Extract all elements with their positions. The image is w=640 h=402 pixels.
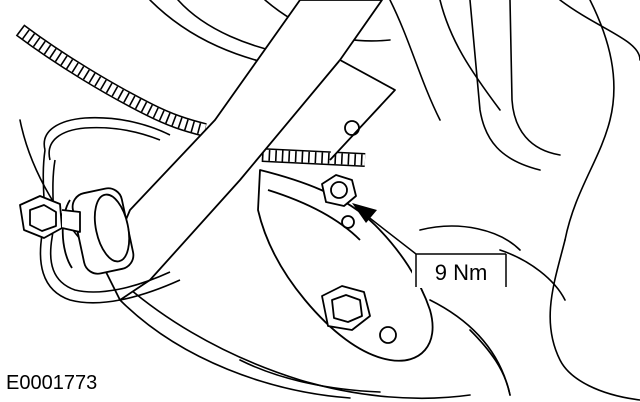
lower-bolt: [321, 285, 371, 331]
arrowhead-icon: [352, 203, 377, 223]
torque-fastener: [321, 120, 360, 229]
torque-callout: 9 Nm: [352, 203, 508, 288]
left-bolt: [19, 195, 81, 239]
wiring-harness: [15, 24, 366, 167]
suspension-arm: [104, 0, 396, 301]
torque-label: 9 Nm: [435, 260, 488, 285]
background-structure: [19, 0, 640, 401]
arm-bushing: [61, 187, 135, 275]
figure-reference-code: E0001773: [6, 372, 97, 394]
link-plate: [257, 169, 434, 362]
